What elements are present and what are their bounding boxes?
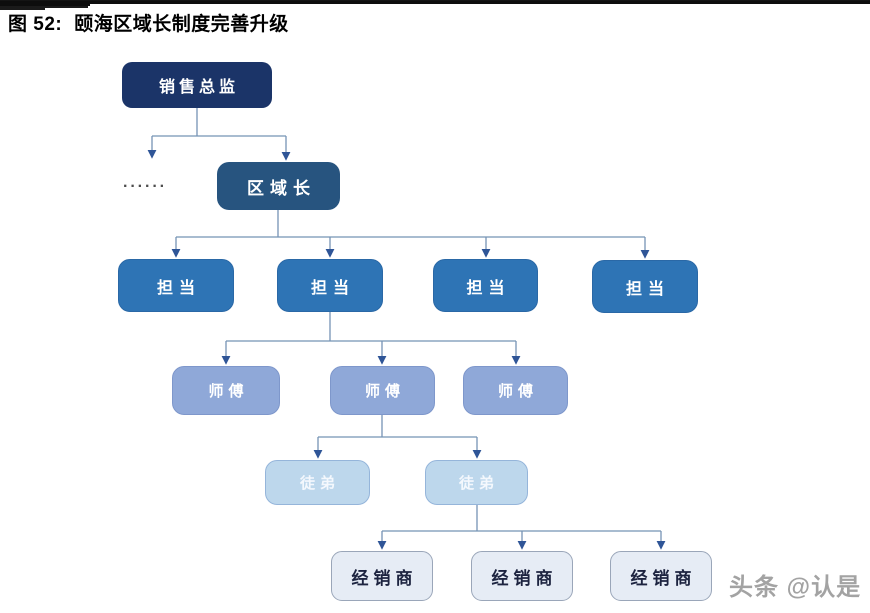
figure-caption: 图 52: 颐海区域长制度完善升级 [8, 9, 858, 36]
node-master-3: 师傅 [463, 366, 568, 415]
node-label: 经销商 [630, 568, 697, 588]
node-label: 担当 [310, 279, 355, 297]
figure-number: 图 52: [8, 14, 63, 35]
node-apprentice-1: 徒弟 [265, 460, 370, 505]
node-label: 师傅 [497, 383, 538, 400]
node-dealer-2: 经销商 [471, 551, 573, 601]
node-apprentice-2: 徒弟 [425, 460, 528, 505]
bottom-border-left-segment [0, 6, 88, 8]
node-label: 经销商 [351, 568, 418, 588]
node-master-1: 师傅 [172, 366, 280, 415]
node-label: 师傅 [208, 383, 249, 400]
node-label: 区域长 [247, 178, 316, 198]
node-dealer-3: 经销商 [610, 551, 712, 601]
node-duty-4: 担当 [592, 260, 698, 313]
caption-underline-thick-segment [0, 2, 90, 6]
node-master-2: 师傅 [330, 366, 435, 415]
bottom-border-right-segment [0, 8, 45, 10]
node-regional-chief: 区域长 [217, 162, 340, 210]
node-dealer-1: 经销商 [331, 551, 433, 601]
node-duty-1: 担当 [118, 259, 234, 312]
node-duty-3: 担当 [433, 259, 538, 312]
node-sales-director: 销售总监 [122, 62, 272, 108]
node-label: 担当 [625, 280, 670, 298]
node-duty-2: 担当 [277, 259, 383, 312]
node-label: 徒弟 [299, 475, 340, 492]
top-border-line [0, 1, 870, 4]
node-label: 担当 [156, 279, 201, 297]
node-label: 徒弟 [458, 475, 499, 492]
node-label: 经销商 [491, 568, 558, 588]
figure-title-text: 颐海区域长制度完善升级 [74, 14, 289, 35]
ellipsis-dots: ······ [123, 178, 167, 195]
node-label: 师傅 [364, 383, 405, 400]
node-label: 担当 [466, 279, 511, 297]
node-label: 销售总监 [158, 79, 239, 96]
watermark-toutiao: 头条 @认是 [729, 574, 862, 601]
